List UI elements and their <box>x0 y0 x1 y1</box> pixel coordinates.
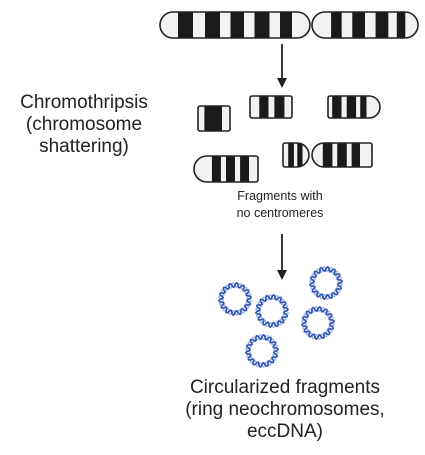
fragments-group <box>193 95 381 183</box>
chromosome-arm-left <box>159 11 311 39</box>
fragment-6 <box>311 142 373 168</box>
circularized-label: Circularized fragments (ring neochromoso… <box>185 377 385 442</box>
chromosome-icon <box>159 11 419 39</box>
dna-ring-icon-2 <box>254 293 290 329</box>
fragment-3 <box>327 95 381 119</box>
dna-ring-icon-5 <box>244 333 280 369</box>
down-arrow-icon-1 <box>277 44 287 88</box>
fragment-5 <box>282 142 310 168</box>
fragment-4 <box>193 155 259 183</box>
fragments-label: Fragments with no centromeres <box>236 189 324 220</box>
dna-ring-icon-3 <box>308 265 344 301</box>
arrows-group <box>277 44 287 280</box>
dna-ring-icon-1 <box>217 281 253 317</box>
fragment-1 <box>197 105 231 132</box>
chromosome-arm-right <box>311 11 419 39</box>
fragment-2 <box>249 95 293 119</box>
chromothripsis-label: Chromothripsis (chromosome shattering) <box>20 92 148 157</box>
down-arrow-icon-2 <box>277 234 287 280</box>
rings-group <box>217 265 344 369</box>
dna-ring-icon-4 <box>300 305 336 341</box>
